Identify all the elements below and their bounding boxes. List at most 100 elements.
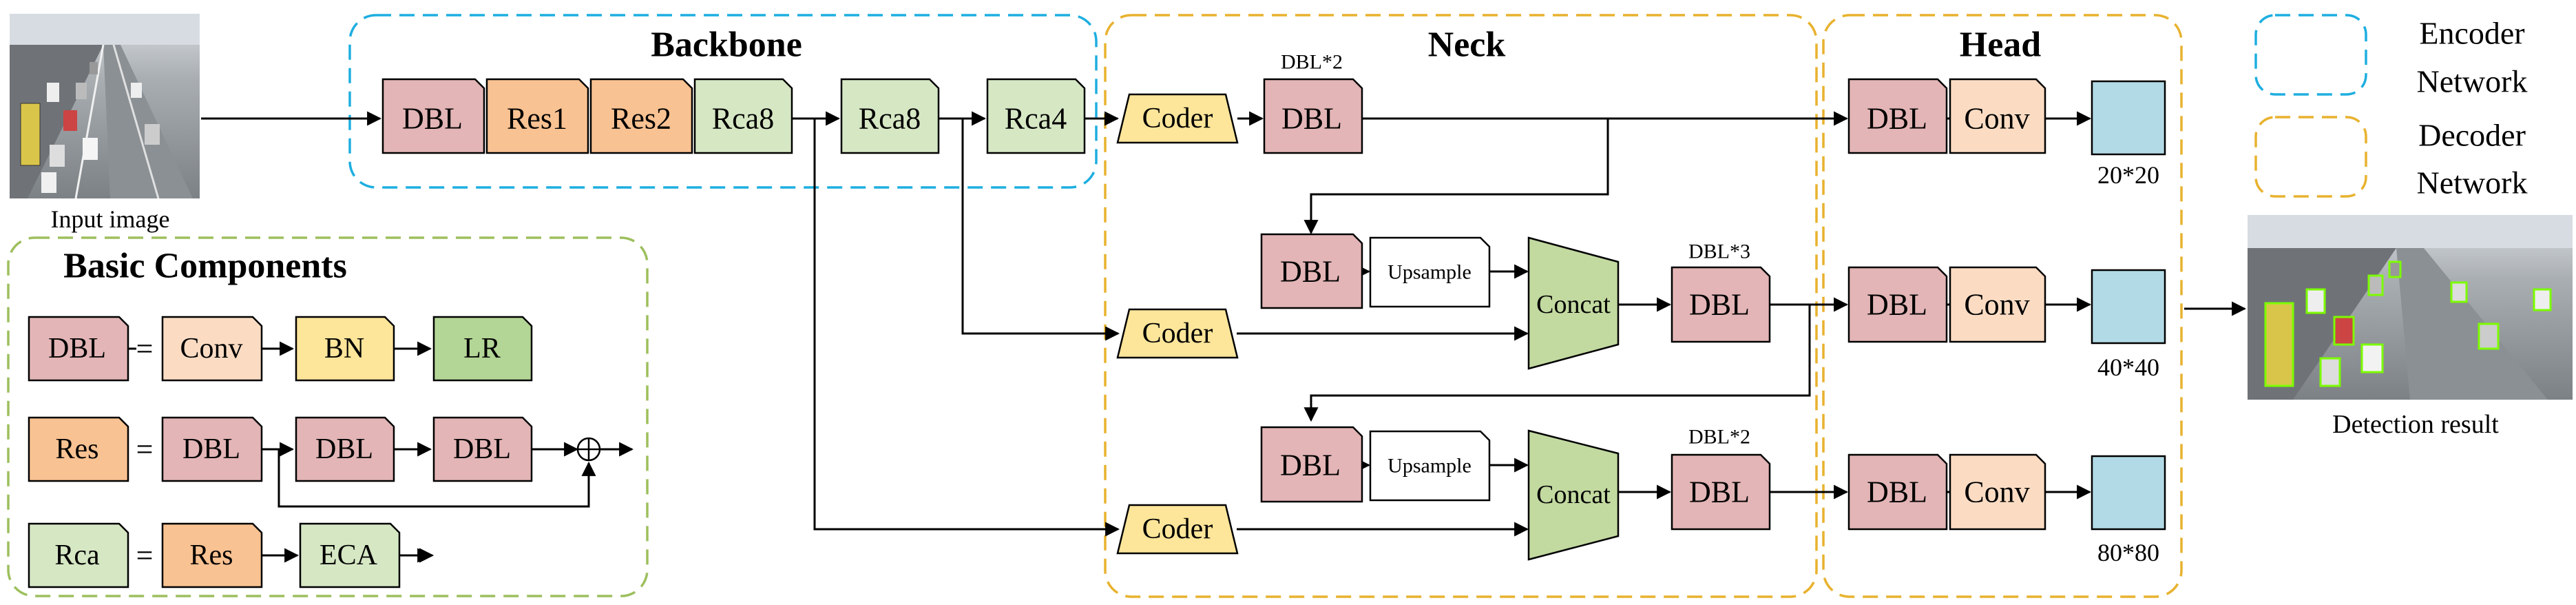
input-image xyxy=(10,14,200,199)
head-dbl-block-3 xyxy=(1847,453,1948,531)
basic-bn-label: BN xyxy=(324,333,364,365)
neck-upsample-label-2: Upsample xyxy=(1388,455,1472,478)
basic-eq-3: = xyxy=(136,539,154,573)
detection-result-caption: Detection result xyxy=(2332,410,2499,439)
backbone-rca4-block xyxy=(986,78,1086,154)
head-dbl-label-1: DBL xyxy=(1867,102,1927,136)
basic-res-dbl-block-3 xyxy=(432,416,533,482)
neck-coder-block-1 xyxy=(1116,93,1239,144)
legend-encoder-line1: Encoder xyxy=(2419,16,2524,51)
basic-eca-label: ECA xyxy=(320,540,378,571)
basic-conv-label: Conv xyxy=(180,333,242,365)
basic-bn-block xyxy=(295,316,395,382)
neck-dbl-label-4: DBL xyxy=(1280,449,1341,482)
head-dbl-block-2 xyxy=(1847,266,1948,343)
basic-eq-1: = xyxy=(136,332,154,366)
backbone-title: Backbone xyxy=(651,25,802,65)
neck-concat-block-2 xyxy=(1527,429,1620,561)
head-conv-label-3: Conv xyxy=(1964,475,2029,509)
legend-decoder-line2: Network xyxy=(2417,165,2528,201)
neck-dbl-block-2 xyxy=(1260,233,1363,309)
detection-result-image xyxy=(2248,215,2573,400)
basic-lr-block xyxy=(432,316,533,382)
neck-dbl-label-1: DBL xyxy=(1281,102,1342,136)
backbone-res1-label: Res1 xyxy=(507,102,567,136)
legend-decoder-line1: Decoder xyxy=(2418,118,2526,153)
head-conv-label-2: Conv xyxy=(1964,288,2029,322)
basic-rca-label: Rca xyxy=(54,540,100,571)
backbone-res2-label: Res2 xyxy=(611,102,671,136)
head-conv-block-2 xyxy=(1949,266,2046,343)
backbone-rca8-block-2 xyxy=(840,78,940,154)
head-frame xyxy=(1822,14,2183,598)
neck-dbl-block-1 xyxy=(1263,78,1363,154)
head-output-block-3 xyxy=(2091,455,2166,531)
head-output-label-1: 20*20 xyxy=(2097,161,2159,189)
neck-dbl3-note: DBL*3 xyxy=(1688,240,1750,263)
legend-encoder-swatch xyxy=(2254,14,2367,96)
basic-rca-block xyxy=(28,522,129,588)
neck-dbl-block-5 xyxy=(1671,453,1771,531)
basic-res-dbl-block-2 xyxy=(295,416,395,482)
neck-dbl-block-4 xyxy=(1260,426,1363,503)
head-output-label-2: 40*40 xyxy=(2097,353,2159,381)
basic-dbl-block xyxy=(28,316,129,382)
backbone-dbl-label: DBL xyxy=(402,102,463,136)
basic-conv-block xyxy=(161,316,263,382)
basic-rca-res-label: Res xyxy=(190,540,233,571)
basic-components-frame xyxy=(7,236,649,597)
neck-coder-block-2 xyxy=(1116,308,1239,359)
neck-concat-label-2: Concat xyxy=(1536,480,1611,509)
neck-concat-block-1 xyxy=(1527,236,1620,370)
basic-res-dbl-label-2: DBL xyxy=(315,433,373,465)
backbone-res1-block xyxy=(485,78,589,154)
head-dbl-label-3: DBL xyxy=(1867,475,1927,509)
head-output-block-2 xyxy=(2091,269,2166,345)
neck-coder-label-1: Coder xyxy=(1142,103,1213,134)
backbone-rca8-label-1: Rca8 xyxy=(712,102,774,136)
basic-eq-2: = xyxy=(136,433,154,466)
neck-coder-label-3: Coder xyxy=(1142,513,1213,545)
basic-dbl-label: DBL xyxy=(48,333,106,365)
head-dbl-block-1 xyxy=(1847,78,1948,154)
neck-dbl-label-5: DBL xyxy=(1689,475,1750,509)
input-image-caption: Input image xyxy=(51,205,170,233)
neck-coder-label-2: Coder xyxy=(1142,318,1213,349)
neck-upsample-block-1 xyxy=(1369,236,1491,308)
legend-encoder-line2: Network xyxy=(2417,64,2528,99)
neck-frame xyxy=(1104,14,1818,598)
connections xyxy=(128,111,2247,563)
basic-rca-res-block xyxy=(161,522,263,588)
basic-res-dbl-label-1: DBL xyxy=(182,433,240,465)
basic-components-title: Basic Components xyxy=(63,247,347,286)
neck-concat-label-1: Concat xyxy=(1536,290,1611,319)
head-conv-label-1: Conv xyxy=(1964,102,2029,136)
head-title: Head xyxy=(1960,25,2042,65)
backbone-rca8-label-2: Rca8 xyxy=(859,102,921,136)
neck-dbl-label-2: DBL xyxy=(1280,255,1341,289)
neck-dbl-block-3 xyxy=(1671,266,1771,343)
head-output-block-1 xyxy=(2091,80,2166,156)
backbone-res2-block xyxy=(589,78,693,154)
head-conv-block-3 xyxy=(1949,453,2046,531)
legend-decoder-swatch xyxy=(2254,116,2367,198)
backbone-dbl-block xyxy=(381,78,485,154)
backbone-frame xyxy=(348,14,1098,189)
basic-res-dbl-label-3: DBL xyxy=(453,433,511,465)
basic-res-label: Res xyxy=(56,433,99,465)
backbone-rca4-label: Rca4 xyxy=(1005,102,1067,136)
basic-res-block xyxy=(28,416,129,482)
head-conv-block-1 xyxy=(1949,78,2046,154)
head-output-label-3: 80*80 xyxy=(2097,539,2159,566)
basic-lr-label: LR xyxy=(463,333,501,365)
basic-res-dbl-block-1 xyxy=(161,416,263,482)
neck-dbl2-note-2: DBL*2 xyxy=(1688,426,1750,449)
head-dbl-label-2: DBL xyxy=(1867,288,1927,322)
neck-upsample-label-1: Upsample xyxy=(1388,261,1472,284)
neck-dbl2-note-1: DBL*2 xyxy=(1281,51,1343,74)
backbone-rca8-block-1 xyxy=(693,78,793,154)
neck-dbl-label-3: DBL xyxy=(1689,288,1750,322)
basic-eca-block xyxy=(299,522,401,588)
neck-coder-block-3 xyxy=(1116,504,1239,555)
